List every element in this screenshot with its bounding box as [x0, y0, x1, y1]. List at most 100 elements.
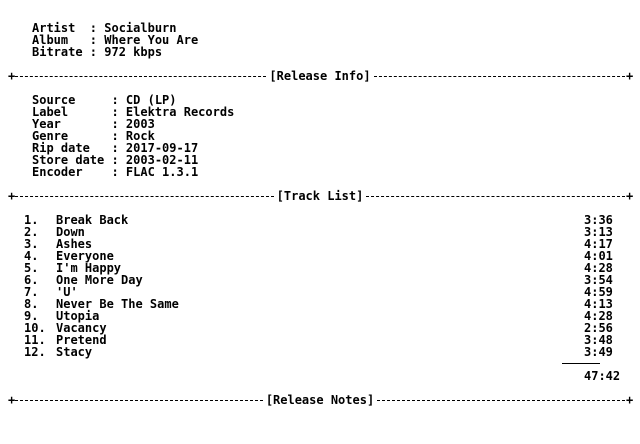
track-title: Everyone: [56, 249, 114, 263]
release-info-value: 2003: [125, 117, 155, 131]
track-duration: 3:48: [584, 333, 613, 347]
album-key: Album :: [32, 33, 105, 47]
artist-key: Artist :: [32, 21, 105, 35]
release-info-value: Rock: [125, 129, 155, 143]
track-number: 8.: [24, 297, 39, 311]
release-info-value: Elektra Records: [125, 105, 235, 119]
track-title: I'm Happy: [56, 261, 122, 275]
track-row: 10. Vacancy 2:56: [8, 322, 632, 334]
track-number: 1.: [24, 213, 39, 227]
track-title: Break Back: [56, 213, 129, 227]
track-row: 12. Stacy 3:49: [8, 346, 632, 358]
bitrate-line: Bitrate : 972 kbps: [8, 46, 632, 58]
track-row: 2. Down 3:13: [8, 226, 632, 238]
track-title: Vacancy: [56, 321, 107, 335]
release-info-row: Rip date : 2017-09-17: [8, 142, 632, 154]
track-number: 10.: [24, 321, 46, 335]
track-list-separator: + [Track List] +: [8, 189, 634, 203]
release-info-key: Source :: [32, 93, 126, 107]
separator-rule: [15, 75, 267, 77]
release-info-row: Label : Elektra Records: [8, 106, 632, 118]
separator-corner: +: [8, 189, 16, 203]
track-duration: 2:56: [584, 321, 613, 335]
track-row: 4. Everyone 4:01: [8, 250, 632, 262]
total-duration-line: 47:42: [8, 370, 632, 382]
total-duration: 47:42: [584, 369, 621, 383]
track-duration: 4:59: [584, 285, 613, 299]
track-number: 3.: [24, 237, 39, 251]
release-info-row: Source : CD (LP): [8, 94, 632, 106]
track-duration: 3:36: [584, 213, 613, 227]
total-underline: [8, 358, 632, 370]
artist-value: Socialburn: [104, 21, 177, 35]
separator-corner: +: [8, 69, 16, 83]
separator-corner: +: [626, 69, 634, 83]
release-info-value: FLAC 1.3.1: [125, 165, 199, 179]
artist-line: Artist : Socialburn: [8, 22, 632, 34]
album-value: Where You Are: [104, 33, 199, 47]
track-row: 11. Pretend 3:48: [8, 334, 632, 346]
track-title: Never Be The Same: [56, 297, 179, 311]
track-duration: 4:01: [584, 249, 613, 263]
album-line: Album : Where You Are: [8, 34, 632, 46]
separator-corner: +: [626, 393, 634, 407]
track-list-heading: [Track List]: [276, 189, 364, 203]
track-row: 6. One More Day 3:54: [8, 274, 632, 286]
track-title: Ashes: [56, 237, 93, 251]
nfo-document: Artist : Socialburn Album : Where You Ar…: [8, 22, 634, 407]
track-number: 9.: [24, 309, 39, 323]
track-title: Utopia: [56, 309, 100, 323]
track-number: 7.: [24, 285, 39, 299]
track-duration: 3:13: [584, 225, 613, 239]
separator-rule: [377, 399, 625, 401]
separator-corner: +: [626, 189, 634, 203]
bitrate-key: Bitrate :: [32, 45, 105, 59]
release-notes-separator: + [Release Notes] +: [8, 393, 634, 407]
track-duration: 4:13: [584, 297, 613, 311]
release-info-key: Genre :: [32, 129, 126, 143]
release-info-value: 2017-09-17: [125, 141, 199, 155]
release-info-row: Genre : Rock: [8, 130, 632, 142]
track-number: 4.: [24, 249, 39, 263]
separator-rule: [373, 75, 625, 77]
release-info-value: 2003-02-11: [125, 153, 199, 167]
separator-rule: [15, 195, 274, 197]
release-notes-heading: [Release Notes]: [265, 393, 375, 407]
track-title: Pretend: [56, 333, 107, 347]
track-number: 2.: [24, 225, 39, 239]
release-info-row: Encoder : FLAC 1.3.1: [8, 166, 632, 178]
release-info-row: Year : 2003: [8, 118, 632, 130]
track-title: Stacy: [56, 345, 93, 359]
track-number: 12.: [24, 345, 46, 359]
release-info-heading: [Release Info]: [269, 69, 371, 83]
release-info-key: Encoder :: [32, 165, 126, 179]
release-info-key: Label :: [32, 105, 126, 119]
separator-rule: [15, 399, 263, 401]
track-title: Down: [56, 225, 85, 239]
track-number: 6.: [24, 273, 39, 287]
track-duration: 3:54: [584, 273, 613, 287]
track-duration: 3:49: [584, 345, 613, 359]
track-title: 'U': [56, 285, 78, 299]
release-info-separator: + [Release Info] +: [8, 69, 634, 83]
track-duration: 4:28: [584, 309, 613, 323]
track-row: 1. Break Back 3:36: [8, 214, 632, 226]
track-number: 11.: [24, 333, 46, 347]
track-row: 7. 'U' 4:59: [8, 286, 632, 298]
total-spacer: [8, 370, 584, 382]
bitrate-value: 972 kbps: [104, 45, 163, 59]
separator-rule: [366, 195, 626, 197]
total-underline-rule: [562, 363, 600, 364]
separator-corner: +: [8, 393, 16, 407]
track-row: 9. Utopia 4:28: [8, 310, 632, 322]
release-info-key: Store date :: [32, 153, 126, 167]
track-duration: 4:28: [584, 261, 613, 275]
release-info-row: Store date : 2003-02-11: [8, 154, 632, 166]
release-info-value: CD (LP): [125, 93, 177, 107]
track-title: One More Day: [56, 273, 143, 287]
track-row: 8. Never Be The Same 4:13: [8, 298, 632, 310]
